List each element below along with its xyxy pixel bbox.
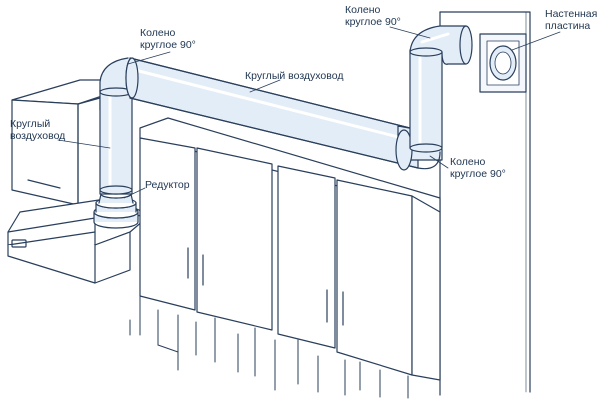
- reducer: [93, 189, 139, 229]
- label-wall-plate-line2: пластина: [545, 20, 591, 32]
- leader-reducer: [123, 187, 146, 199]
- leader-duct-main: [249, 79, 281, 93]
- leader-wall-plate: [511, 31, 561, 51]
- wall-cabinets: [139, 117, 441, 381]
- vertical-duct-right: [409, 49, 443, 153]
- label-elbow-top-left-line2: круглое 90°: [140, 39, 196, 51]
- label-duct-vertical-line1: Круглый: [10, 118, 51, 130]
- cabinet-door-2: [196, 147, 273, 331]
- leader-elbow-top-right: [389, 26, 431, 39]
- label-elbow-top-left: Колено круглое 90°: [140, 27, 196, 51]
- tile-lines: [129, 295, 409, 399]
- leader-elbow-bottom-right: [429, 155, 449, 169]
- label-elbow-top-right-line2: круглое 90°: [345, 16, 401, 28]
- label-reducer: Редуктор: [145, 179, 190, 191]
- label-elbow-bottom-right-line1: Колено: [450, 156, 486, 168]
- label-wall-plate-line1: Настенная: [545, 8, 598, 20]
- label-duct-vertical: Круглый воздуховод: [10, 118, 65, 142]
- elbow-top-right: [409, 25, 473, 65]
- leader-lines: [57, 26, 561, 199]
- label-elbow-top-right-line1: Колено: [345, 4, 381, 16]
- cabinet-door-3: [277, 165, 336, 349]
- label-elbow-top-left-line1: Колено: [140, 27, 176, 39]
- label-duct-main: Круглый воздуховод: [245, 70, 343, 82]
- label-elbow-bottom-right-line2: круглое 90°: [450, 168, 506, 180]
- label-duct-vertical-line2: воздуховод: [10, 130, 66, 142]
- label-elbow-top-right: Колено круглое 90°: [345, 4, 401, 28]
- leader-duct-vertical: [57, 139, 111, 149]
- vertical-duct-left: [99, 89, 133, 195]
- cabinet-door-4: [336, 179, 413, 376]
- leader-elbow-top-left: [127, 51, 171, 65]
- wall-plate: [479, 33, 527, 93]
- label-reducer-line1: Редуктор: [145, 179, 190, 191]
- cabinet-door-1: [139, 137, 196, 311]
- label-duct-main-line1: Круглый воздуховод: [245, 70, 344, 82]
- label-wall-plate: Настенная пластина: [545, 8, 597, 32]
- label-elbow-bottom-right: Колено круглое 90°: [450, 156, 506, 180]
